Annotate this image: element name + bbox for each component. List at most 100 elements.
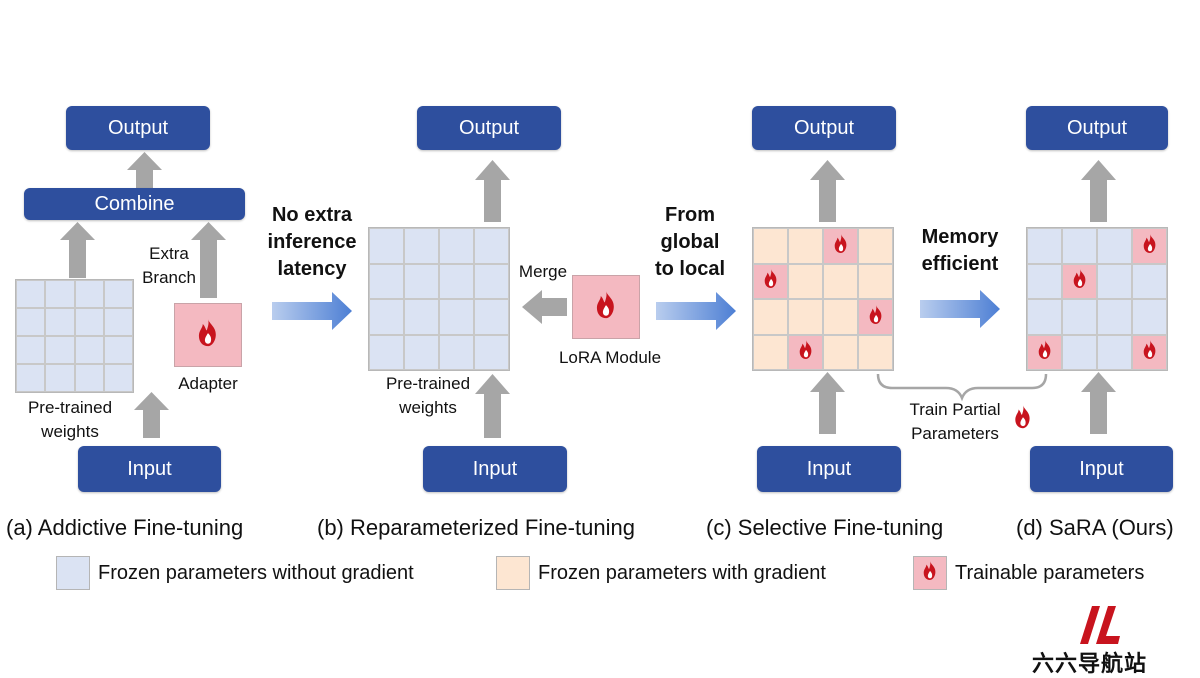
weight-cell <box>753 228 788 264</box>
up-arrow-icon <box>475 160 510 222</box>
weight-cell <box>823 299 858 335</box>
weight-cell <box>404 299 439 335</box>
merge-label: Merge <box>518 262 568 281</box>
weight-cell <box>1027 228 1062 264</box>
weight-cell <box>45 308 75 336</box>
weight-cell <box>1097 228 1132 264</box>
trainable-cell <box>858 299 893 335</box>
weight-cell <box>404 228 439 264</box>
weight-cell <box>823 263 858 299</box>
adapter-module <box>174 303 242 367</box>
pretrained-weights-label-a: Pre-trained weights <box>27 398 113 441</box>
weight-cell <box>369 334 404 370</box>
weight-cell <box>1132 299 1167 335</box>
flame-icon <box>593 290 619 325</box>
weight-cell <box>1097 299 1132 335</box>
up-arrow-icon <box>810 160 845 222</box>
flame-icon <box>1071 268 1089 294</box>
pretrained-weights-label-b: Pre-trained weights <box>385 374 471 417</box>
sara-grid <box>1026 227 1168 371</box>
legend-frozen-grad-label: Frozen parameters with gradient <box>538 562 826 584</box>
weight-cell <box>439 334 474 370</box>
weight-cell <box>753 299 788 335</box>
weight-cell <box>404 334 439 370</box>
weight-cell <box>439 263 474 299</box>
input-box-c: Input <box>757 446 901 492</box>
transition-label-memory-efficient: Memory efficient <box>921 226 999 275</box>
legend-frozen-swatch <box>56 556 90 590</box>
right-arrow-icon <box>272 292 352 330</box>
weight-cell <box>74 364 104 392</box>
pretrained-weights-grid-b <box>368 227 510 371</box>
weight-cell <box>1132 263 1167 299</box>
weight-cell <box>858 228 893 264</box>
output-box-b: Output <box>417 106 561 150</box>
weight-cell <box>474 334 509 370</box>
selective-grid <box>752 227 894 371</box>
trainable-cell <box>1132 228 1167 264</box>
trainable-cell <box>1027 334 1062 370</box>
flame-icon <box>1036 339 1054 365</box>
output-box-d: Output <box>1026 106 1168 150</box>
brace <box>876 373 1048 402</box>
flame-icon <box>1012 404 1034 434</box>
trainable-cell <box>1132 334 1167 370</box>
trainable-cell <box>753 263 788 299</box>
weight-cell <box>474 263 509 299</box>
weight-cell <box>439 228 474 264</box>
weight-cell <box>74 336 104 364</box>
flame-icon <box>921 560 939 586</box>
transition-label-global-to-local: From global to local <box>654 204 725 280</box>
trainable-cell <box>1062 263 1097 299</box>
weight-cell <box>474 299 509 335</box>
input-box-b: Input <box>423 446 567 492</box>
weight-cell <box>404 263 439 299</box>
lora-module <box>572 275 640 339</box>
legend-frozen-label: Frozen parameters without gradient <box>98 562 414 584</box>
flame-icon <box>762 268 780 294</box>
adapter-label: Adapter <box>178 374 238 393</box>
weight-cell <box>788 228 823 264</box>
weight-cell <box>103 364 133 392</box>
weight-cell <box>788 299 823 335</box>
up-arrow-icon <box>475 374 510 438</box>
weight-cell <box>16 280 46 308</box>
caption-c: (c) Selective Fine-tuning <box>706 515 944 540</box>
weight-cell <box>1027 263 1062 299</box>
weight-cell <box>788 263 823 299</box>
weight-cell <box>103 336 133 364</box>
up-arrow-icon <box>127 152 162 188</box>
caption-b: (b) Reparameterized Fine-tuning <box>317 515 635 540</box>
legend-frozen-grad-swatch <box>496 556 530 590</box>
flame-icon <box>832 233 850 259</box>
up-arrow-icon <box>191 222 226 298</box>
weight-cell <box>369 228 404 264</box>
weight-cell <box>74 280 104 308</box>
extra-branch-label: Extra Branch <box>142 244 196 287</box>
up-arrow-icon <box>810 372 845 434</box>
flame-icon <box>1141 339 1159 365</box>
weight-cell <box>474 228 509 264</box>
up-arrow-icon <box>60 222 95 278</box>
weight-cell <box>16 308 46 336</box>
weight-cell <box>369 299 404 335</box>
weight-cell <box>103 308 133 336</box>
weight-cell <box>74 308 104 336</box>
weight-cell <box>1097 263 1132 299</box>
weight-cell <box>103 280 133 308</box>
watermark-text: 六六导航站 <box>1032 651 1148 676</box>
transition-label-no-extra-latency: No extra inference latency <box>267 204 357 280</box>
weight-cell <box>1062 228 1097 264</box>
watermark-logo <box>1080 606 1120 644</box>
pretrained-weights-grid-a <box>15 279 134 393</box>
left-arrow-icon <box>522 290 567 324</box>
train-partial-parameters-label: Train Partial Parameters <box>909 400 1001 443</box>
up-arrow-icon <box>134 392 169 438</box>
caption-a: (a) Addictive Fine-tuning <box>6 515 244 540</box>
weight-cell <box>16 364 46 392</box>
flame-icon <box>1141 233 1159 259</box>
weight-cell <box>439 299 474 335</box>
trainable-cell <box>788 334 823 370</box>
weight-cell <box>45 336 75 364</box>
